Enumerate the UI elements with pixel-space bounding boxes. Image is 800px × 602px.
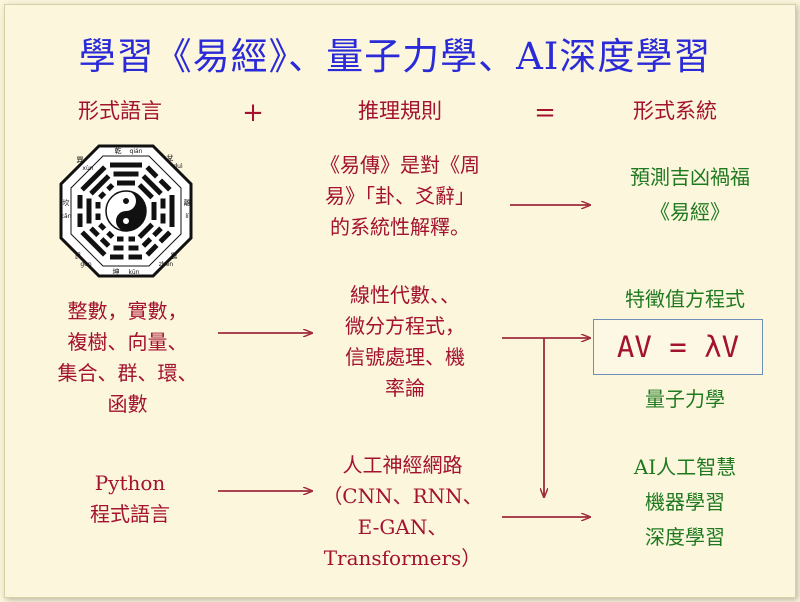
- bagua-label-xun: 巽: [77, 156, 84, 164]
- row3-language-line: Python: [94, 471, 166, 495]
- bagua-label-zhen-pinyin: zhèn: [159, 261, 174, 268]
- row2-language-line: 集合、群、環、: [57, 361, 198, 385]
- row2-system-top: 特徵值方程式: [625, 287, 745, 311]
- row3-inference-line: Transformers）: [323, 546, 482, 570]
- trigram-bar: [145, 243, 159, 257]
- row3-inference-line: 人工神經網路: [342, 453, 463, 477]
- row2-language-line: 整數，實數，: [67, 299, 188, 323]
- trigram-kun: [110, 236, 142, 260]
- bagua-label-kan-pinyin: kǎn: [61, 213, 72, 220]
- slide-frame: [4, 4, 796, 598]
- bagua-label-zhen: 震: [171, 252, 178, 260]
- trigram-li: [151, 195, 175, 227]
- row1-inference-line: 易》「卦、爻辭」: [325, 184, 475, 208]
- bagua-label-li-pinyin: lí: [185, 213, 189, 220]
- trigram-bar: [98, 191, 107, 200]
- trigram-xun: [80, 165, 115, 200]
- trigram-bar: [106, 230, 115, 239]
- bagua-label-gen: 艮: [75, 252, 82, 260]
- row2-language-text: 整數，實數， 複樹、向量、 集合、群、環、 函數: [35, 296, 220, 420]
- trigram-bar: [99, 237, 111, 248]
- trigram-qian: [110, 162, 142, 186]
- trigram-bar: [80, 165, 107, 192]
- eigenvalue-equation: AV = λV: [616, 330, 740, 364]
- trigram-bar: [141, 174, 163, 196]
- row1-system-line: 《易經》: [650, 200, 730, 224]
- trigram-bar: [145, 165, 159, 179]
- header-formal-language: 形式語言: [78, 99, 162, 123]
- trigram-bar: [141, 237, 153, 248]
- bagua-label-dui-pinyin: duì: [173, 163, 183, 170]
- trigram-dui: [137, 165, 172, 200]
- row1-inference-line: 的系統性解釋。: [330, 215, 470, 239]
- bagua-label-xun-pinyin: xùn: [82, 165, 93, 172]
- eigenvalue-equation-box: AV = λV: [593, 319, 763, 375]
- row1-inference-line: 《易傳》是對《周: [320, 153, 480, 177]
- row3-system-text: AI人工智慧 機器學習 深度學習: [590, 450, 780, 555]
- trigram-bar: [137, 183, 154, 200]
- bagua-label-gen-pinyin: gèn: [80, 261, 92, 268]
- trigram-bar: [89, 226, 100, 238]
- row3-system-line: AI人工智慧: [633, 455, 737, 479]
- trigram-kan: [77, 195, 101, 227]
- trigram-bar: [158, 230, 172, 244]
- row3-system-line: 深度學習: [645, 525, 725, 549]
- row2-inference-line: 微分方程式，: [345, 314, 465, 338]
- row3-language-text: Python 程式語言: [60, 468, 200, 530]
- bagua-label-kun-pinyin: kūn: [128, 269, 139, 276]
- trigram-bar: [80, 230, 107, 257]
- trigram-bar: [137, 222, 154, 239]
- bagua-label-li: 離: [184, 198, 191, 207]
- row2-language-line: 複樹、向量、: [67, 330, 188, 354]
- header-formal-system: 形式系統: [633, 99, 717, 123]
- trigram-gen: [80, 222, 115, 257]
- row2-inference-line: 線性代數、、: [350, 283, 460, 307]
- row2-language-line: 函數: [107, 392, 148, 416]
- bagua-label-kun: 坤: [113, 267, 120, 276]
- row1-inference-text: 《易傳》是對《周 易》「卦、爻辭」 的系統性解釋。: [290, 150, 510, 243]
- row2-inference-text: 線性代數、、 微分方程式， 信號處理、機 率論: [305, 280, 505, 404]
- taiji-icon: [105, 190, 147, 232]
- row2-inference-line: 率論: [385, 376, 425, 400]
- row1-system-text: 預測吉凶禍福 《易經》: [600, 160, 780, 230]
- row1-system-line: 預測吉凶禍福: [630, 165, 750, 189]
- slide-title: 學習《易經》、量子力學、AI深度學習: [78, 35, 712, 78]
- row3-system-line: 機器學習: [645, 490, 725, 514]
- row3-inference-line: E-GAN、: [357, 515, 448, 539]
- trigram-bar: [98, 222, 107, 231]
- bagua-label-kan: 坎: [63, 198, 70, 207]
- row3-language-line: 程式語言: [90, 502, 170, 526]
- trigram-bar: [158, 178, 172, 192]
- row2-system-bottom: 量子力學: [645, 387, 725, 411]
- bagua-label-qian: 乾: [115, 146, 122, 155]
- trigram-bar: [89, 174, 111, 196]
- plus-sign: +: [242, 98, 264, 128]
- bagua-label-dui: 兌: [167, 153, 174, 162]
- bagua-label-qian-pinyin: qián: [130, 148, 143, 155]
- row3-inference-text: 人工神經網路 （CNN、RNN、 E-GAN、 Transformers）: [300, 450, 505, 574]
- trigram-bar: [106, 183, 115, 192]
- trigram-bar: [152, 226, 163, 238]
- row3-inference-line: （CNN、RNN、: [322, 484, 483, 508]
- header-inference-rules: 推理規則: [358, 99, 442, 123]
- trigram-zhen: [137, 222, 172, 257]
- equals-sign: =: [534, 98, 556, 128]
- row2-inference-line: 信號處理、機: [345, 345, 465, 369]
